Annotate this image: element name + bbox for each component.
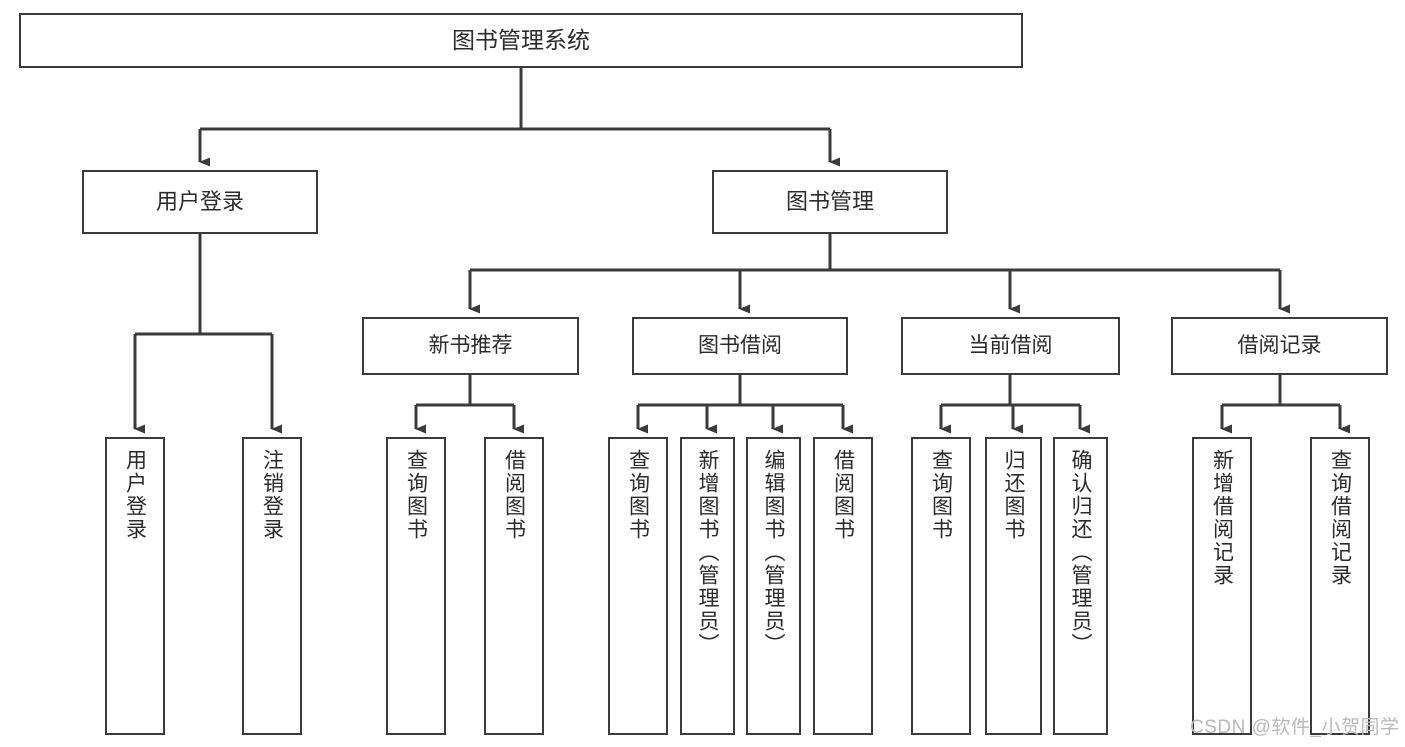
node-label: 编辑图书（管理员） [762,449,785,656]
node-book-management[interactable]: 图书管理 [712,170,948,234]
node-leaf-add-book-admin[interactable]: 新增图书（管理员） [680,437,735,735]
node-leaf-user-login[interactable]: 用户登录 [105,437,165,735]
node-label: 借阅记录 [1237,333,1322,357]
csdn-watermark: CSDN @软件_小贺同学 [1190,717,1400,738]
node-label: 确认归还（管理员） [1069,449,1092,656]
node-leaf-confirm-return-admin[interactable]: 确认归还（管理员） [1053,437,1108,735]
node-label: 图书管理 [785,189,874,215]
node-label: 图书管理系统 [452,26,590,53]
node-user-login[interactable]: 用户登录 [82,170,318,234]
node-label: 查询图书 [404,449,428,541]
node-label: 查询图书 [929,449,953,541]
node-label: 当前借阅 [968,333,1053,357]
node-leaf-query-book-1[interactable]: 查询图书 [386,437,446,735]
node-label: 用户登录 [123,449,147,541]
node-label: 借阅图书 [502,449,526,541]
node-leaf-edit-book-admin[interactable]: 编辑图书（管理员） [746,437,801,735]
node-label: 查询借阅记录 [1328,449,1352,587]
node-label: 新增图书（管理员） [696,449,719,656]
node-label: 图书借阅 [698,333,782,357]
node-label: 归还图书 [1002,449,1025,541]
node-borrow-record[interactable]: 借阅记录 [1171,317,1388,375]
node-label: 新书推荐 [428,333,513,357]
node-leaf-borrow-book-2[interactable]: 借阅图书 [813,437,873,735]
node-label: 借阅图书 [831,449,855,541]
node-leaf-return-book[interactable]: 归还图书 [985,437,1042,735]
node-book-borrow[interactable]: 图书借阅 [632,317,848,375]
node-leaf-query-book-3[interactable]: 查询图书 [911,437,971,735]
node-current-borrow[interactable]: 当前借阅 [901,317,1120,375]
node-root-system[interactable]: 图书管理系统 [19,13,1023,68]
node-label: 用户登录 [155,189,244,215]
node-leaf-borrow-book-1[interactable]: 借阅图书 [484,437,544,735]
node-leaf-user-logout[interactable]: 注销登录 [242,437,302,735]
node-leaf-add-borrow-record[interactable]: 新增借阅记录 [1192,437,1252,735]
node-label: 新增借阅记录 [1210,449,1234,587]
node-leaf-query-borrow-record[interactable]: 查询借阅记录 [1310,437,1370,735]
node-leaf-query-book-2[interactable]: 查询图书 [608,437,668,735]
node-new-book-recommend[interactable]: 新书推荐 [362,317,579,375]
node-label: 注销登录 [260,449,284,541]
node-label: 查询图书 [626,449,650,541]
